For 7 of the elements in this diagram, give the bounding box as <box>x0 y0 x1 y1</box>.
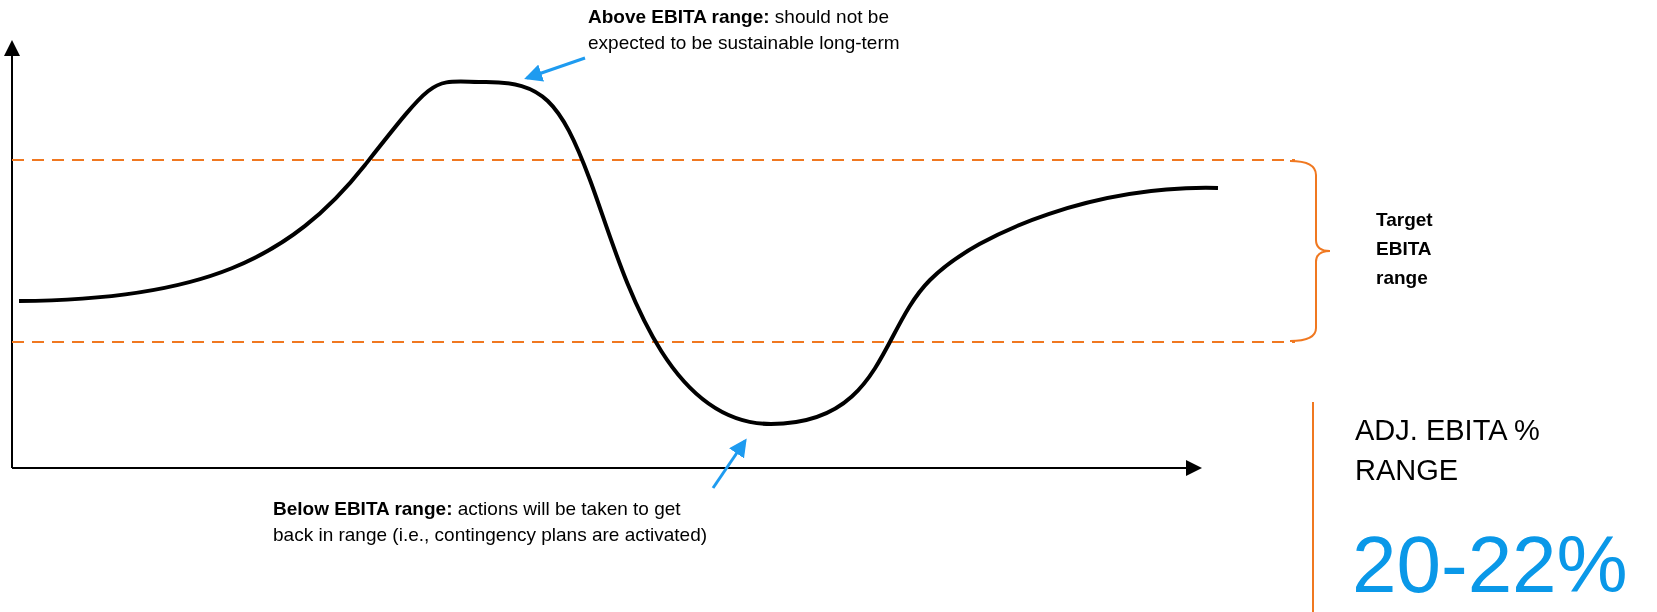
range-label: Target EBITA range <box>1376 208 1434 290</box>
leader-arrow <box>524 56 586 82</box>
range-value: 20-22% <box>1352 520 1628 610</box>
leader-arrow <box>711 438 747 489</box>
range-heading: ADJ. EBITA % RANGE <box>1355 413 1541 488</box>
annotation-text: Below EBITA range: actions will be taken to get back in range (i.e., contingency plans are activated) <box>273 496 713 548</box>
annotation-text: Above EBITA range: should not be expected to be sustainable long-term <box>588 4 943 56</box>
